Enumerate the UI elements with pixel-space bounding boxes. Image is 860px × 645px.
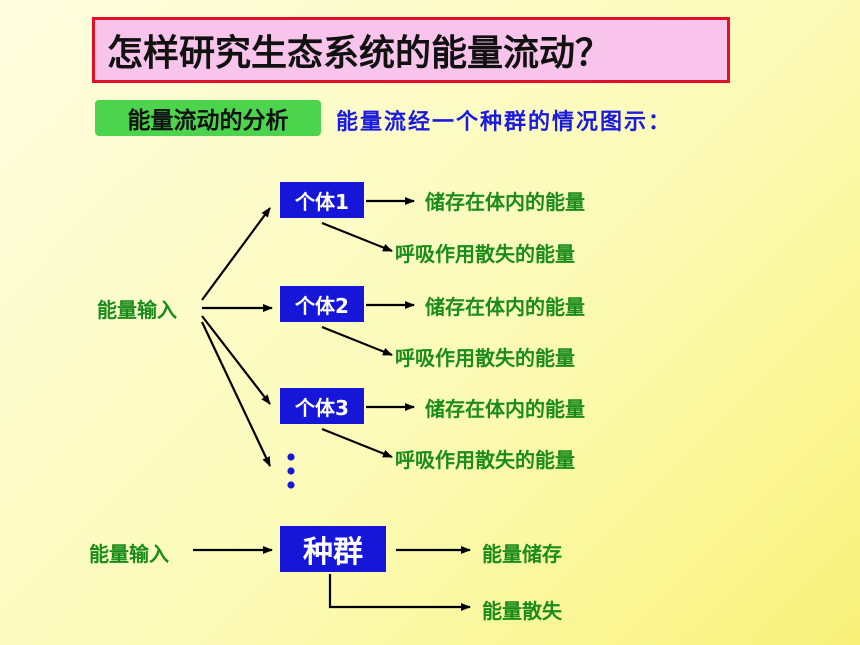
individual-1-respired-label: 呼吸作用散失的能量 bbox=[395, 242, 575, 266]
individual-2-stored-label: 储存在体内的能量 bbox=[425, 295, 585, 319]
individual-2-respired-label: 呼吸作用散失的能量 bbox=[395, 346, 575, 370]
population-box: 种群 bbox=[280, 526, 386, 572]
arrow-input-to-more bbox=[201, 321, 271, 467]
individual-2-box: 个体2 bbox=[280, 286, 364, 322]
arrow-input-to-individual-3 bbox=[201, 315, 271, 405]
slide-title: 怎样研究生态系统的能量流动？ bbox=[92, 17, 730, 83]
individual-1-box: 个体1 bbox=[280, 182, 364, 218]
energy-input-label: 能量输入 bbox=[97, 298, 177, 322]
ellipsis-dots bbox=[287, 453, 295, 489]
arrow-individual-2-respired bbox=[321, 325, 393, 357]
individual-3-box: 个体3 bbox=[280, 388, 364, 424]
arrow-input-to-individual-1 bbox=[201, 207, 271, 301]
diagram-subtitle: 能量流经一个种群的情况图示： bbox=[336, 109, 673, 135]
arrow-individual-1-respired bbox=[321, 221, 393, 253]
population-energy-input-label: 能量输入 bbox=[89, 542, 169, 566]
population-stored-label: 能量储存 bbox=[482, 542, 562, 566]
arrow-population-lost bbox=[328, 574, 471, 611]
individual-3-respired-label: 呼吸作用散失的能量 bbox=[395, 448, 575, 472]
individual-1-stored-label: 储存在体内的能量 bbox=[425, 190, 585, 214]
arrow-individual-3-respired bbox=[321, 427, 393, 459]
population-lost-label: 能量散失 bbox=[482, 599, 562, 623]
individual-3-stored-label: 储存在体内的能量 bbox=[425, 397, 585, 421]
analysis-label: 能量流动的分析 bbox=[95, 100, 321, 136]
